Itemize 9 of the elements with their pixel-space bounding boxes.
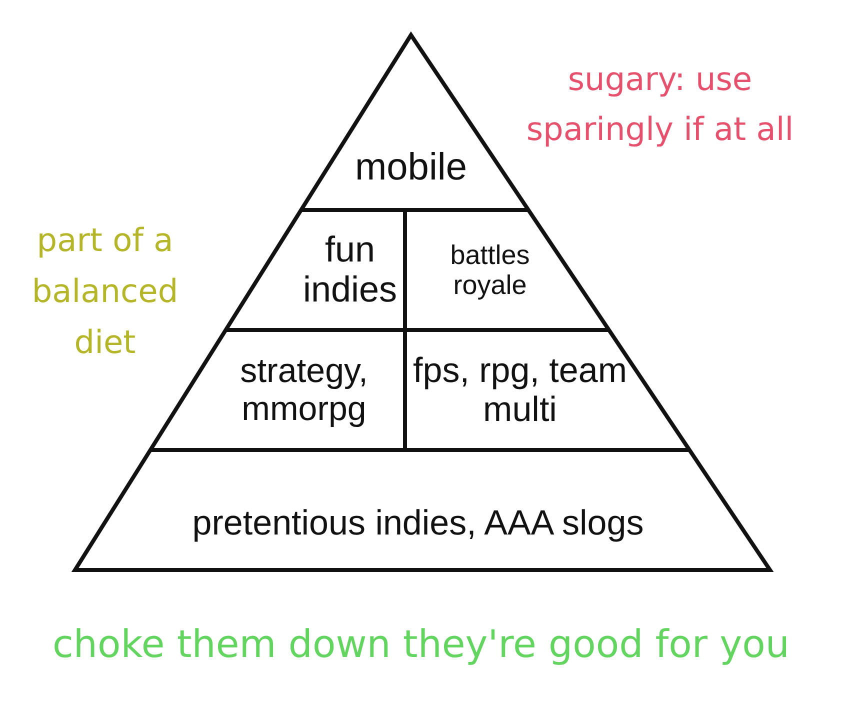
handwritten-note: sugary: use sparingly if at all [525, 59, 795, 150]
handwritten-note: part of a balanced diet [30, 220, 180, 364]
tier-label: mobile [326, 146, 496, 190]
tier-label: fun indies [300, 230, 400, 310]
tier-label: fps, rpg, team multi [410, 350, 630, 430]
tier-label: pretentious indies, AAA slogs [98, 503, 738, 543]
tier-label: battles royale [420, 240, 560, 300]
tier-label: strategy, mmorpg [209, 352, 399, 428]
handwritten-note: choke them down they're good for you [52, 622, 790, 668]
